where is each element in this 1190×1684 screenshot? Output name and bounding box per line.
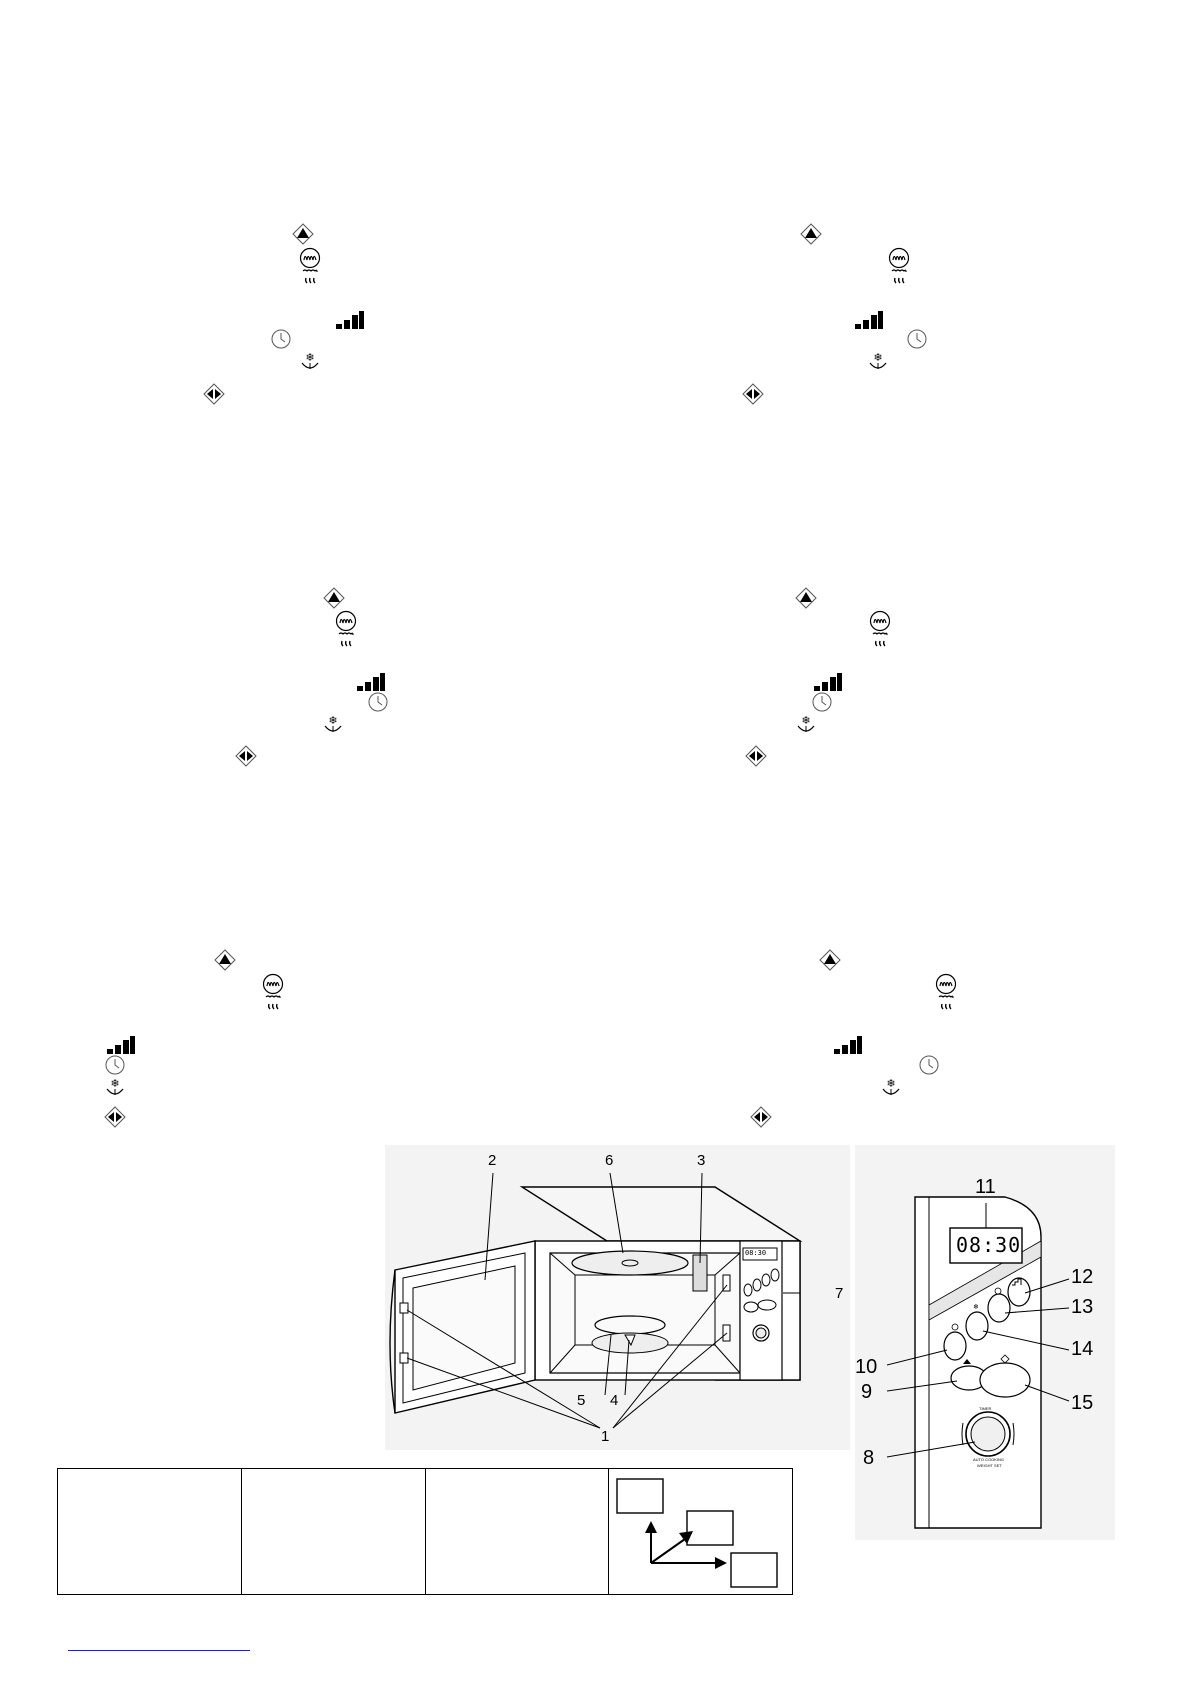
microwave-icon	[299, 247, 321, 269]
grill-icon	[869, 631, 891, 653]
defrost-icon: ❄	[322, 714, 344, 736]
power-level-icon	[832, 1034, 862, 1056]
power-level-icon	[853, 309, 883, 331]
stop-cancel-icon	[745, 745, 767, 767]
stop-cancel-icon	[742, 383, 764, 405]
start-icon	[800, 223, 822, 245]
grill-icon	[935, 994, 957, 1016]
clock-icon	[367, 691, 389, 713]
microwave-icon	[335, 610, 357, 632]
callout-5: 5	[577, 1392, 586, 1409]
svg-text:❄: ❄	[886, 1077, 895, 1090]
link-underline[interactable]	[68, 1650, 250, 1651]
svg-text:❄: ❄	[973, 1303, 979, 1311]
grill-icon	[299, 268, 321, 290]
power-level-icon	[812, 671, 842, 693]
power-level-icon	[334, 309, 364, 331]
start-icon	[795, 587, 817, 609]
grill-icon	[335, 631, 357, 653]
grill-icon	[262, 994, 284, 1016]
callout-8: 8	[863, 1447, 875, 1469]
callout-9: 9	[861, 1381, 873, 1403]
panel-display-readout: 08:30	[956, 1233, 1022, 1257]
microwave-icon	[869, 610, 891, 632]
clock-icon	[918, 1054, 940, 1076]
defrost-icon: ❄	[880, 1077, 902, 1099]
callout-1: 1	[601, 1428, 610, 1445]
control-panel-diagram: ❄ 08:30 11 12 13 14 10 9 15 8 TIMER AUTO…	[855, 1145, 1115, 1540]
table-cell-3	[424, 1468, 610, 1595]
stop-cancel-icon	[104, 1106, 126, 1128]
svg-text:❄: ❄	[801, 714, 810, 727]
svg-text:❄: ❄	[110, 1077, 119, 1090]
svg-text:❄: ❄	[305, 351, 314, 364]
defrost-icon: ❄	[299, 351, 321, 373]
clock-icon	[906, 328, 928, 350]
grill-icon	[888, 268, 910, 290]
table-cell-2	[240, 1468, 426, 1595]
callout-6: 6	[605, 1152, 614, 1169]
defrost-icon: ❄	[104, 1077, 126, 1099]
callout-10: 10	[855, 1356, 878, 1378]
bottom-table	[57, 1468, 793, 1595]
stop-cancel-icon	[203, 383, 225, 405]
microwave-icon	[888, 247, 910, 269]
callout-11: 11	[975, 1176, 996, 1198]
oven-drawing	[389, 1172, 803, 1429]
stop-cancel-icon	[750, 1106, 772, 1128]
stop-cancel-icon	[235, 745, 257, 767]
callout-7: 7	[835, 1285, 844, 1302]
clock-icon	[811, 691, 833, 713]
start-icon	[292, 223, 314, 245]
table-row	[57, 1468, 793, 1595]
callout-15: 15	[1071, 1392, 1094, 1414]
start-icon	[819, 949, 841, 971]
callout-14: 14	[1071, 1338, 1094, 1360]
callout-12: 12	[1071, 1266, 1094, 1288]
callout-13: 13	[1071, 1296, 1094, 1318]
defrost-icon: ❄	[867, 351, 889, 373]
oven-mini-display: 08:30	[745, 1249, 767, 1257]
clock-icon	[270, 328, 292, 350]
power-level-icon	[355, 671, 385, 693]
control-panel-drawing: ❄	[886, 1196, 1070, 1529]
knob-top-label: TIMER	[979, 1406, 992, 1411]
power-level-icon	[105, 1034, 135, 1056]
knob-bottom-label-2: WEIGHT SET	[977, 1463, 1002, 1468]
flow-arrow-diagram	[616, 1478, 778, 1588]
start-icon	[214, 949, 236, 971]
start-icon	[323, 587, 345, 609]
knob-bottom-label-1: AUTO COOKING	[973, 1457, 1005, 1462]
clock-icon	[104, 1054, 126, 1076]
callout-4: 4	[610, 1392, 619, 1409]
callout-3: 3	[697, 1152, 706, 1169]
defrost-icon: ❄	[795, 714, 817, 736]
table-cell-1	[57, 1468, 242, 1595]
callout-2: 2	[488, 1152, 497, 1169]
microwave-icon	[262, 973, 284, 995]
svg-text:❄: ❄	[328, 714, 337, 727]
oven-diagram: 2 6 3 7 5 4 1 08:30	[385, 1145, 850, 1450]
svg-text:❄: ❄	[873, 351, 882, 364]
microwave-icon	[935, 973, 957, 995]
table-cell-4	[608, 1468, 793, 1595]
